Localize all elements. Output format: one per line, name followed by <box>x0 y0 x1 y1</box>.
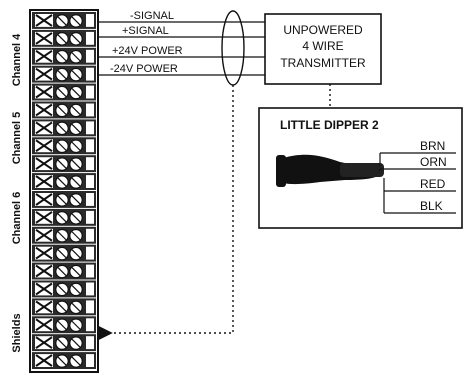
sensor-wire-label-brn: BRN <box>420 139 445 153</box>
terminal <box>32 47 96 65</box>
terminal <box>32 83 96 101</box>
sensor-leads <box>379 152 456 214</box>
terminal <box>32 101 96 119</box>
wire-label-plus-signal: +SIGNAL <box>122 25 169 37</box>
terminal <box>32 29 96 47</box>
sensor-label: LITTLE DIPPER 2 <box>280 118 379 132</box>
terminal <box>32 191 96 208</box>
terminal <box>32 226 96 244</box>
channel-label-5: Channel 5 <box>11 112 23 165</box>
terminal <box>32 262 96 280</box>
terminal <box>32 12 96 29</box>
transmitter-label-line-3: TRANSMITTER <box>280 56 366 70</box>
terminal <box>32 137 96 155</box>
sensor-wire-label-blk: BLK <box>420 199 443 213</box>
terminal <box>32 316 96 334</box>
terminal <box>32 208 96 226</box>
transmitter-box <box>264 13 382 85</box>
wire-label-plus-24v: +24V POWER <box>112 45 183 57</box>
terminal <box>32 352 96 369</box>
sensor-wire-label-orn: ORN <box>420 155 447 169</box>
terminal <box>32 334 96 352</box>
wire-label-minus-signal: -SIGNAL <box>130 10 174 22</box>
channel-label-shields: Shields <box>11 313 23 352</box>
terminal <box>32 298 96 316</box>
sensor-probe-icon <box>276 154 384 187</box>
terminal <box>32 244 96 262</box>
signal-wires <box>98 21 265 76</box>
transmitter-label-line-2: 4 WIRE <box>302 39 343 53</box>
terminal <box>32 65 96 83</box>
terminal <box>32 280 96 298</box>
channel-label-6: Channel 6 <box>11 192 23 245</box>
terminal <box>32 119 96 137</box>
terminal <box>32 155 96 173</box>
terminal-block <box>29 9 99 373</box>
transmitter-label-line-1: UNPOWERED <box>283 23 363 37</box>
shield-drain-wire <box>98 85 234 340</box>
sensor-wire-label-red: RED <box>420 177 446 191</box>
channel-label-4: Channel 4 <box>11 33 23 86</box>
terminal <box>32 173 96 190</box>
wire-label-minus-24v: -24V POWER <box>110 63 178 75</box>
